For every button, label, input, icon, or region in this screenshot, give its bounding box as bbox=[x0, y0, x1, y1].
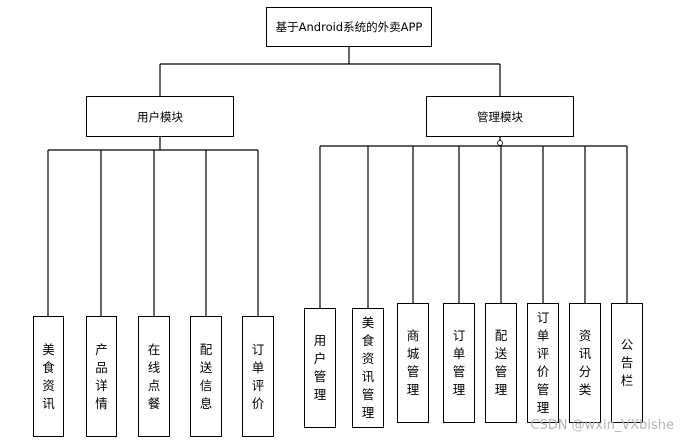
watermark: CSDN @wxin_VXbishe bbox=[530, 418, 674, 433]
user-module-node: 用户模块 bbox=[86, 96, 234, 137]
user-module-label: 用户模块 bbox=[137, 109, 183, 124]
leaf-order-review: 订单评价 bbox=[242, 316, 274, 437]
leaf-user-management: 用户管理 bbox=[304, 308, 336, 428]
leaf-order-management: 订单管理 bbox=[443, 303, 475, 423]
leaf-food-news: 美食资讯 bbox=[33, 316, 64, 437]
leaf-notice-board: 公告栏 bbox=[611, 303, 643, 423]
admin-module-label: 管理模块 bbox=[477, 109, 523, 124]
leaf-news-category: 资讯分类 bbox=[569, 303, 601, 423]
admin-module-node: 管理模块 bbox=[426, 96, 574, 137]
root-node: 基于Android系统的外卖APP bbox=[266, 7, 432, 47]
junction-marker bbox=[497, 140, 503, 146]
leaf-online-order: 在线点餐 bbox=[138, 316, 170, 437]
leaf-food-news-management: 美食资讯管理 bbox=[352, 308, 384, 428]
leaf-product-detail: 产品详情 bbox=[86, 316, 117, 437]
leaf-mall-management: 商城管理 bbox=[397, 303, 429, 423]
leaf-delivery-info: 配送信息 bbox=[190, 316, 222, 437]
leaf-delivery-management: 配送管理 bbox=[485, 303, 517, 423]
leaf-order-review-management: 订单评价管理 bbox=[527, 303, 559, 423]
root-label: 基于Android系统的外卖APP bbox=[275, 20, 423, 34]
